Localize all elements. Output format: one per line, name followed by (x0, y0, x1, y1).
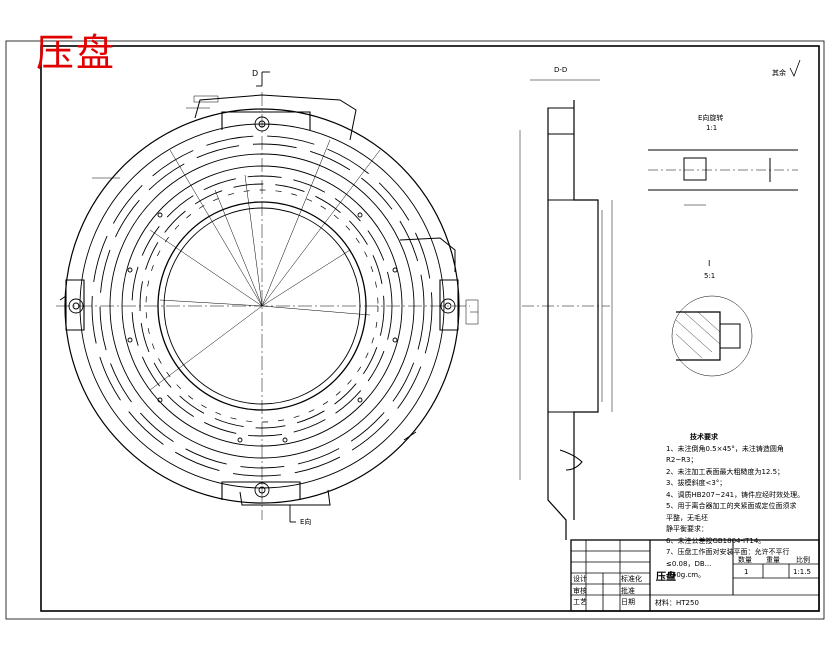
title-block-weight-label: 重量 (766, 556, 780, 564)
title-block-designer-label: 设计 (573, 575, 587, 583)
title-block-standard-label: 标准化 (621, 575, 642, 583)
requirement-item: 5、用于离合器加工的夹紧面或定位面须求 (666, 502, 797, 510)
detail-i-title: I (708, 259, 710, 268)
requirement-item: 7、压盘工作面对安装平面：允许不平行 (666, 548, 790, 556)
drawing-title: 压盘 (36, 31, 117, 75)
title-block-date-label: 日期 (621, 598, 635, 606)
detail-i-view (671, 295, 753, 377)
technical-requirements: 技术要求 1、未注倒角0.5×45°，未注铸造圆角 R2~R3； 2、未注加工表… (666, 432, 816, 582)
requirement-item: 3、拔模斜度<3°； (666, 479, 727, 487)
requirement-item: 2、未注加工表面最大粗糙度为12.5； (666, 467, 785, 476)
dimension-ticks (92, 95, 479, 325)
section-label: D-D (554, 66, 567, 74)
view-markers (256, 71, 417, 523)
roughness-symbol-icon (789, 59, 801, 77)
detail-i-scale: 5:1 (704, 272, 715, 280)
title-block-drawing-name: 压盘 (656, 572, 676, 583)
outer-border (5, 40, 825, 620)
requirement-item: 6、未注公差按GB1804-IT14。 (666, 536, 766, 545)
detail-e-scale: 1:1 (706, 124, 717, 132)
roughness-rest-label: 其余 (772, 68, 786, 77)
requirement-item: 平整，无毛坯 (666, 513, 708, 522)
requirement-item: ≤40g.cm。 (666, 571, 706, 579)
detail-e-view (648, 149, 798, 206)
title-block-material: 材料：HT250 (655, 599, 699, 607)
detail-e-title: E向旋转 (698, 113, 723, 122)
title-block-review-label: 审核 (573, 587, 587, 595)
title-block-process-label: 工艺 (573, 598, 587, 606)
requirement-item: R2~R3； (666, 456, 698, 464)
requirement-item: 1、未注倒角0.5×45°，未注铸造圆角 (666, 444, 784, 453)
requirement-item: ≤0.08，DB... (666, 559, 712, 568)
front-view (56, 92, 470, 520)
title-block-scale: 1:1.5 (793, 568, 811, 576)
title-block-scale-label: 比例 (796, 556, 810, 564)
title-block-quantity: 1 (744, 568, 749, 576)
technical-requirements-heading: 技术要求 (690, 433, 718, 441)
section-cut-marker: D (252, 69, 258, 78)
requirement-item: 静平衡要求： (666, 525, 708, 533)
title-block-quantity-label: 数量 (738, 556, 752, 564)
e-direction-label: E向 (300, 517, 311, 526)
title-block (570, 539, 820, 612)
inner-frame (40, 45, 820, 612)
title-block-approve-label: 批准 (621, 587, 635, 595)
section-view (519, 79, 613, 540)
requirement-item: 4、调质HB207~241，铸件应经时效处理。 (666, 490, 805, 499)
